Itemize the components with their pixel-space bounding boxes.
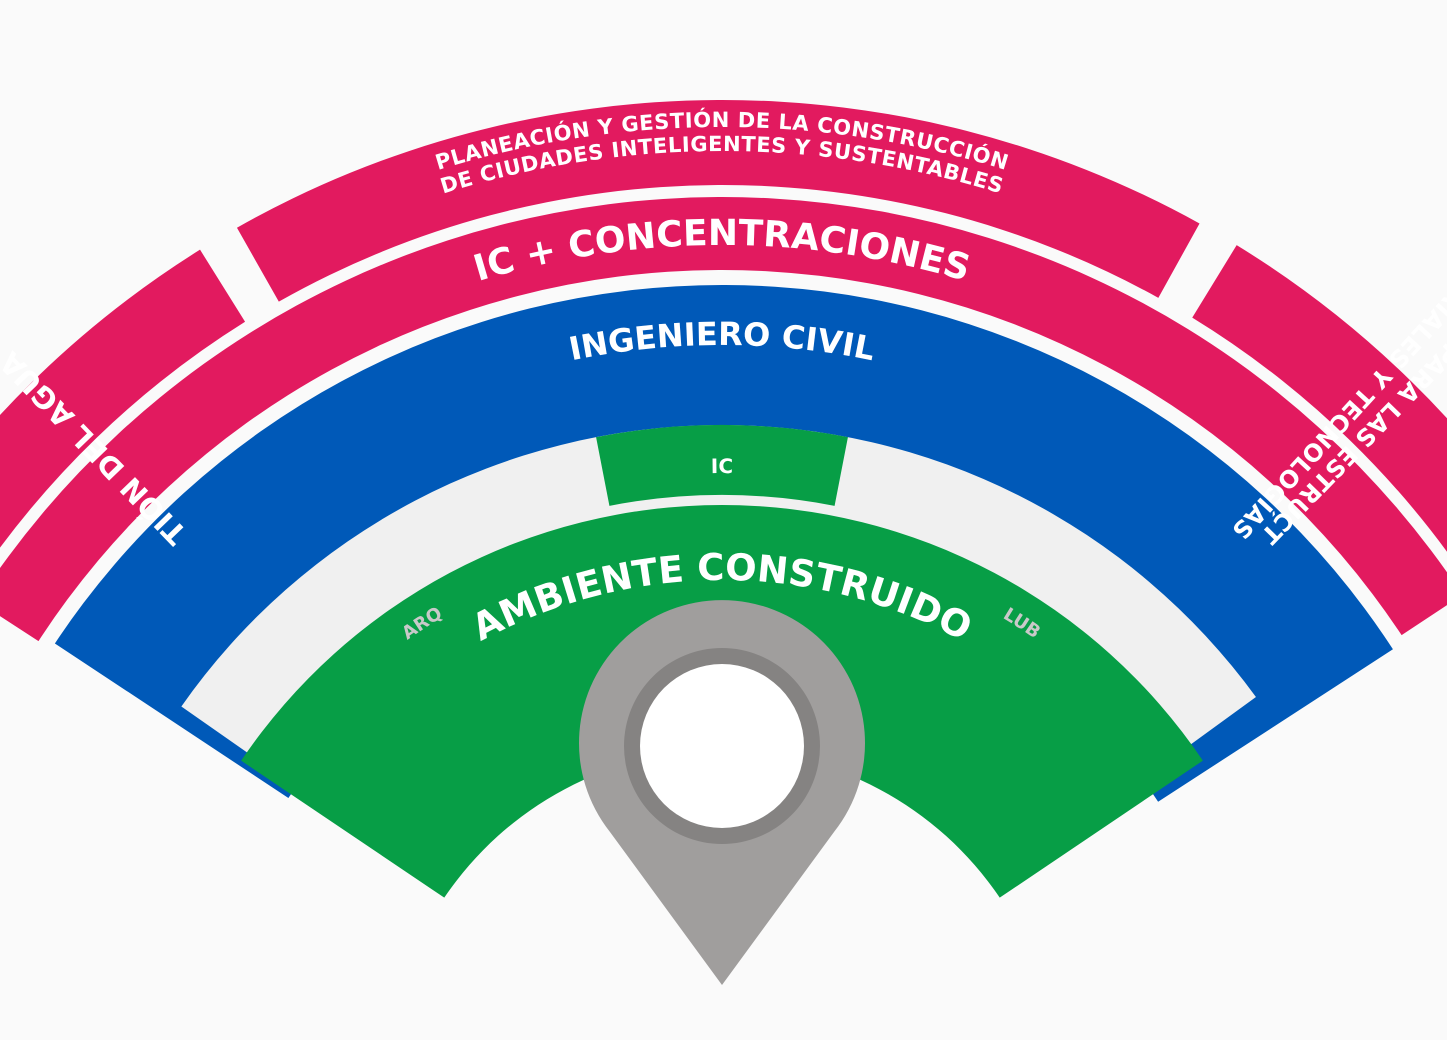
outer-ring-segment-smart-cities[interactable] [236, 99, 1200, 302]
label-ic: IC [711, 454, 733, 478]
location-pin-hole [642, 666, 802, 826]
outer-ring-segment-advanced-materials[interactable] [1192, 245, 1447, 595]
ring-related-programs[interactable] [181, 425, 1256, 816]
label-ic-text: IC [711, 454, 733, 478]
location-pin-icon [579, 600, 865, 985]
ring-ic-concentrations[interactable] [0, 197, 1447, 642]
outer-ring-segment-water-energy[interactable] [0, 249, 246, 582]
ring-ic-tab[interactable] [596, 425, 848, 506]
